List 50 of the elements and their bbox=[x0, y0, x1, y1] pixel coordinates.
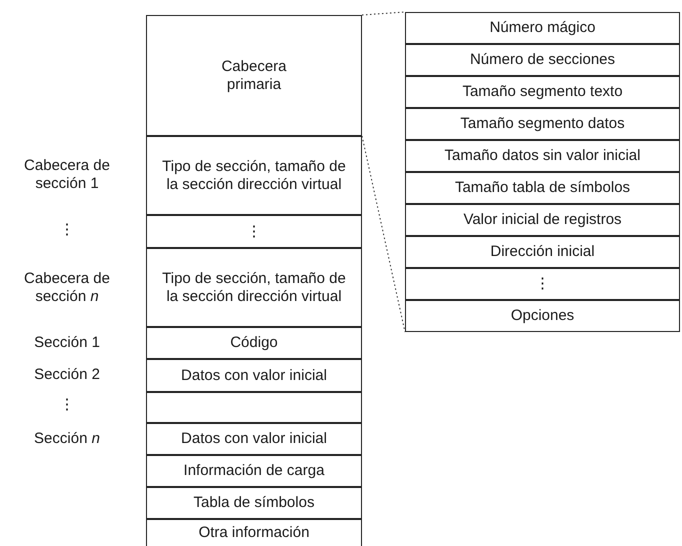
cell-text: Tabla de símbolos bbox=[194, 494, 314, 512]
cell-text: Número mágico bbox=[490, 19, 596, 37]
header-field-row bbox=[405, 300, 680, 332]
memory-cell bbox=[146, 327, 362, 359]
ellipsis: ⋮ bbox=[58, 396, 76, 414]
memory-cell bbox=[146, 248, 362, 327]
ellipsis: ⋮ bbox=[535, 275, 550, 293]
cell-text: Tamaño segmento texto bbox=[462, 83, 623, 101]
cell-text: Dirección inicial bbox=[490, 243, 595, 261]
row-label: Cabecera de sección 1 bbox=[23, 157, 111, 193]
cell-text: Opciones bbox=[510, 307, 574, 325]
memory-cell bbox=[146, 215, 362, 248]
cell-text: Tamaño tabla de símbolos bbox=[454, 179, 630, 197]
cell-text: Tamaño datos sin valor inicial bbox=[444, 147, 640, 165]
ellipsis: ⋮ bbox=[246, 222, 262, 240]
header-field-row bbox=[405, 12, 680, 44]
cell-text: Valor inicial de registros bbox=[463, 211, 622, 229]
row-label: Sección 2 bbox=[33, 366, 101, 384]
cell-text: Datos con valor inicial bbox=[181, 366, 327, 384]
cell-text: Tamaño segmento datos bbox=[460, 115, 625, 133]
ellipsis: ⋮ bbox=[58, 221, 76, 239]
dotted-connector-line bbox=[362, 12, 406, 16]
memory-cell bbox=[146, 392, 362, 423]
row-label: Cabecera de sección n bbox=[23, 270, 111, 306]
memory-cell bbox=[146, 487, 362, 519]
memory-cell bbox=[146, 15, 362, 136]
cell-text: Código bbox=[230, 334, 278, 352]
cell-text: Tipo de sección, tamaño de la sección dirección virtual bbox=[161, 270, 347, 306]
memory-cell bbox=[146, 455, 362, 487]
row-label: Sección n bbox=[33, 430, 101, 448]
cell-text: Número de secciones bbox=[470, 51, 616, 69]
header-field-row bbox=[405, 172, 680, 204]
cell-text: Datos con valor inicial bbox=[181, 430, 327, 448]
header-field-row bbox=[405, 44, 680, 76]
cell-text: Tipo de sección, tamaño de la sección dirección virtual bbox=[161, 158, 347, 194]
dotted-connector-line bbox=[362, 136, 406, 332]
cell-text: Información de carga bbox=[184, 462, 324, 480]
cell-text: Cabecera primaria bbox=[220, 58, 288, 94]
memory-cell bbox=[146, 423, 362, 455]
memory-cell bbox=[146, 359, 362, 392]
memory-cell bbox=[146, 519, 362, 546]
header-field-row bbox=[405, 204, 680, 236]
header-field-row bbox=[405, 268, 680, 300]
header-field-row bbox=[405, 76, 680, 108]
row-label: Sección 1 bbox=[33, 334, 101, 352]
header-field-row bbox=[405, 108, 680, 140]
header-field-row bbox=[405, 236, 680, 268]
header-field-row bbox=[405, 140, 680, 172]
cell-text: Otra información bbox=[198, 524, 310, 542]
memory-cell bbox=[146, 136, 362, 215]
